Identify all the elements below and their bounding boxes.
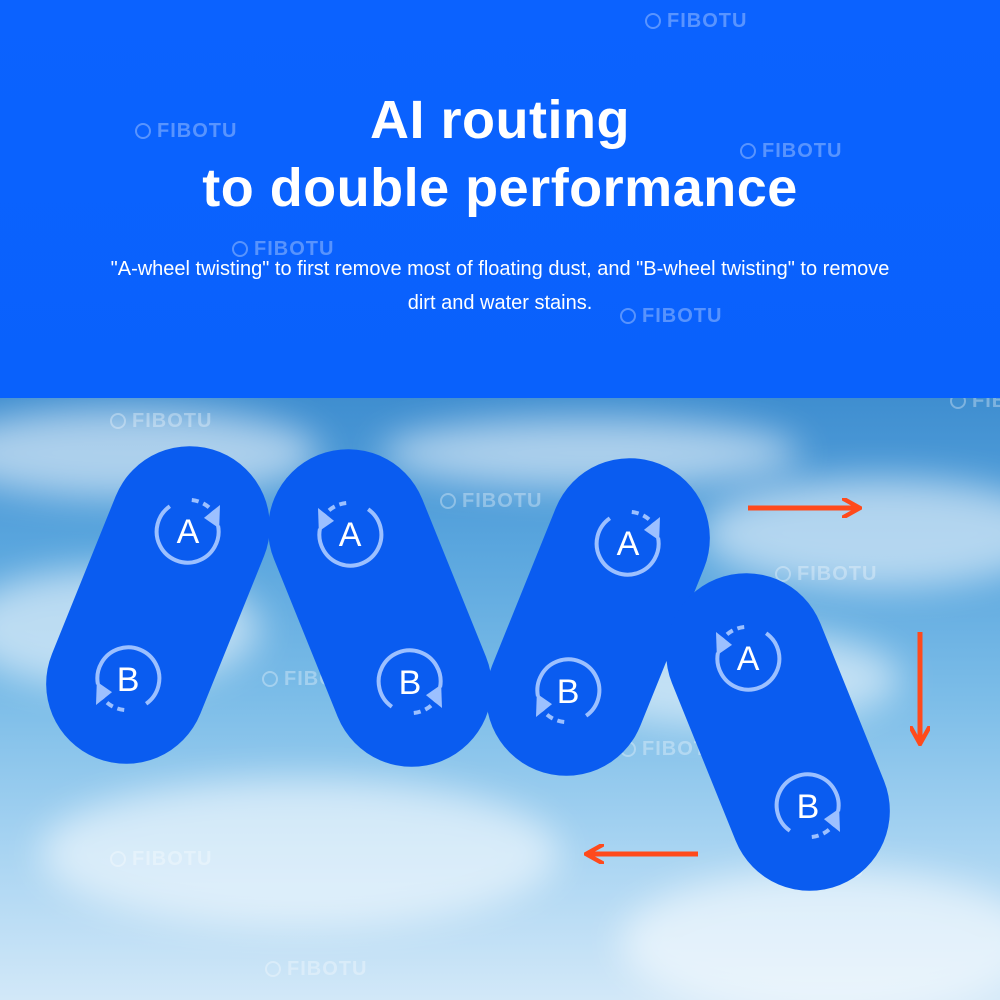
rotate-arrow-icon — [715, 625, 782, 692]
wheel-a-label: A — [339, 516, 362, 554]
pad-body — [666, 573, 890, 891]
watermark: FIBOTU — [775, 563, 877, 586]
wheel-b-label: B — [557, 673, 580, 711]
header-banner: AI routing to double performance "A-whee… — [0, 0, 1000, 398]
rotate-arrow-icon — [535, 657, 602, 724]
cloud — [700, 478, 1000, 588]
description: "A-wheel twisting" to first remove most … — [110, 258, 890, 314]
wheel-a-2: A — [317, 501, 384, 568]
watermark: FIBOTU — [740, 140, 842, 163]
fibotu-logo-icon — [232, 241, 248, 257]
wheel-b-label: B — [117, 661, 140, 699]
wheel-b-label: B — [399, 664, 422, 702]
wheel-b-2: B — [376, 648, 443, 715]
rotate-arrow-icon — [154, 498, 221, 565]
watermark: FIBOTU — [135, 120, 237, 143]
wheel-a-4: A — [715, 625, 782, 692]
cleaning-pad-3: A B — [486, 458, 710, 776]
rotate-arrow-icon — [594, 510, 661, 577]
watermark: FIBOTU — [265, 958, 367, 981]
wheel-b-4: B — [774, 772, 841, 839]
rotate-arrow-icon — [317, 501, 384, 568]
pad-body — [268, 449, 492, 767]
wheel-a-label: A — [177, 513, 200, 551]
watermark: FIBOTU — [110, 410, 212, 433]
pad-body — [46, 446, 270, 764]
fibotu-logo-icon — [110, 413, 126, 429]
wheel-a-1: A — [154, 498, 221, 565]
watermark: FIBOTU — [440, 490, 542, 513]
wheel-a-label: A — [617, 525, 640, 563]
headline-line-2: to double performance — [202, 158, 798, 218]
fibotu-logo-icon — [135, 123, 151, 139]
cleaning-pad-1: A B — [46, 446, 270, 764]
wheel-b-1: B — [95, 645, 162, 712]
watermark: FIBOTU — [950, 398, 1000, 413]
fibotu-logo-icon — [620, 308, 636, 324]
rotate-arrow-icon — [376, 648, 443, 715]
fibotu-logo-icon — [950, 398, 966, 409]
cleaning-pad-4: A B — [666, 573, 890, 891]
headline: AI routing to double performance — [0, 86, 1000, 222]
fibotu-logo-icon — [110, 851, 126, 867]
fibotu-logo-icon — [740, 143, 756, 159]
headline-line-1: AI routing — [370, 90, 630, 150]
cloud — [40, 778, 560, 928]
fibotu-logo-icon — [265, 961, 281, 977]
watermark: FIBOTU — [645, 10, 747, 33]
pad-body — [486, 458, 710, 776]
wheel-b-label: B — [797, 788, 820, 826]
cleaning-pad-2: A B — [268, 449, 492, 767]
fibotu-logo-icon — [262, 671, 278, 687]
fibotu-logo-icon — [775, 566, 791, 582]
watermark: FIBOTU — [110, 848, 212, 871]
wheel-a-label: A — [737, 640, 760, 678]
rotate-arrow-icon — [95, 645, 162, 712]
wheel-a-3: A — [594, 510, 661, 577]
fibotu-logo-icon — [440, 493, 456, 509]
rotate-arrow-icon — [774, 772, 841, 839]
watermark: FIBOTU — [620, 305, 722, 328]
wheel-b-3: B — [535, 657, 602, 724]
watermark: FIBOTU — [232, 238, 334, 261]
fibotu-logo-icon — [645, 13, 661, 29]
